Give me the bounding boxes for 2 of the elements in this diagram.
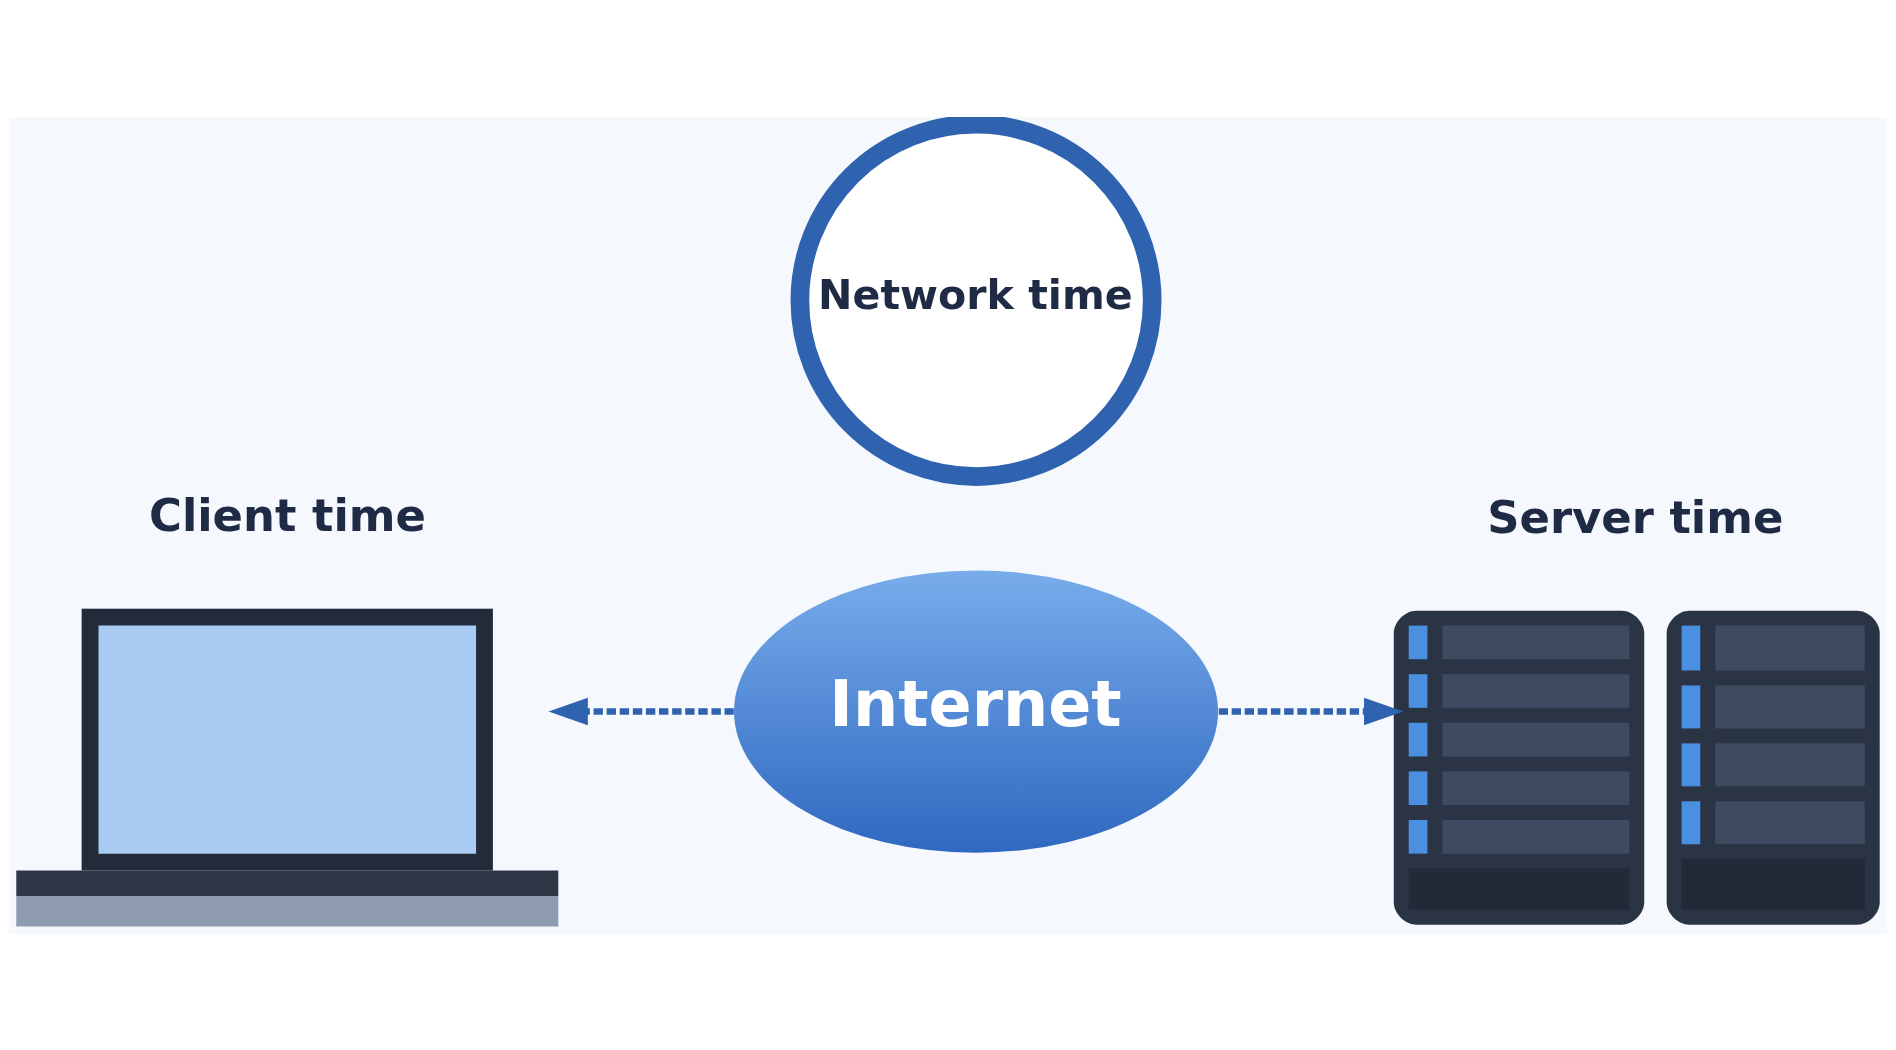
node-label: Server time xyxy=(1487,490,1784,544)
node-label: Client time xyxy=(148,488,426,542)
